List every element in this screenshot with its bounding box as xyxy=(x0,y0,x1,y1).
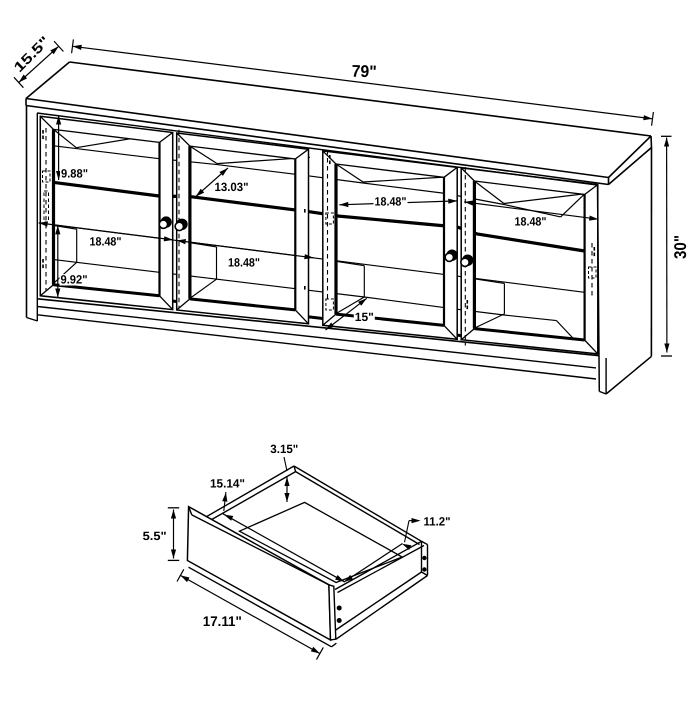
svg-text:15": 15" xyxy=(355,310,374,324)
svg-text:18.48": 18.48" xyxy=(375,195,407,209)
svg-text:79": 79" xyxy=(351,62,377,82)
svg-text:18.48": 18.48" xyxy=(228,255,260,269)
svg-text:30": 30" xyxy=(671,235,690,259)
svg-text:17.11": 17.11" xyxy=(203,613,242,629)
svg-text:18.48": 18.48" xyxy=(515,214,547,228)
svg-text:5.5": 5.5" xyxy=(143,529,167,543)
svg-text:9.92": 9.92" xyxy=(61,273,88,287)
svg-text:9.88": 9.88" xyxy=(61,166,88,180)
svg-text:18.48": 18.48" xyxy=(90,234,122,248)
svg-text:15.14": 15.14" xyxy=(210,477,245,491)
svg-text:3.15": 3.15" xyxy=(270,442,298,456)
svg-text:11.2": 11.2" xyxy=(424,515,451,529)
svg-text:13.03": 13.03" xyxy=(215,180,249,194)
